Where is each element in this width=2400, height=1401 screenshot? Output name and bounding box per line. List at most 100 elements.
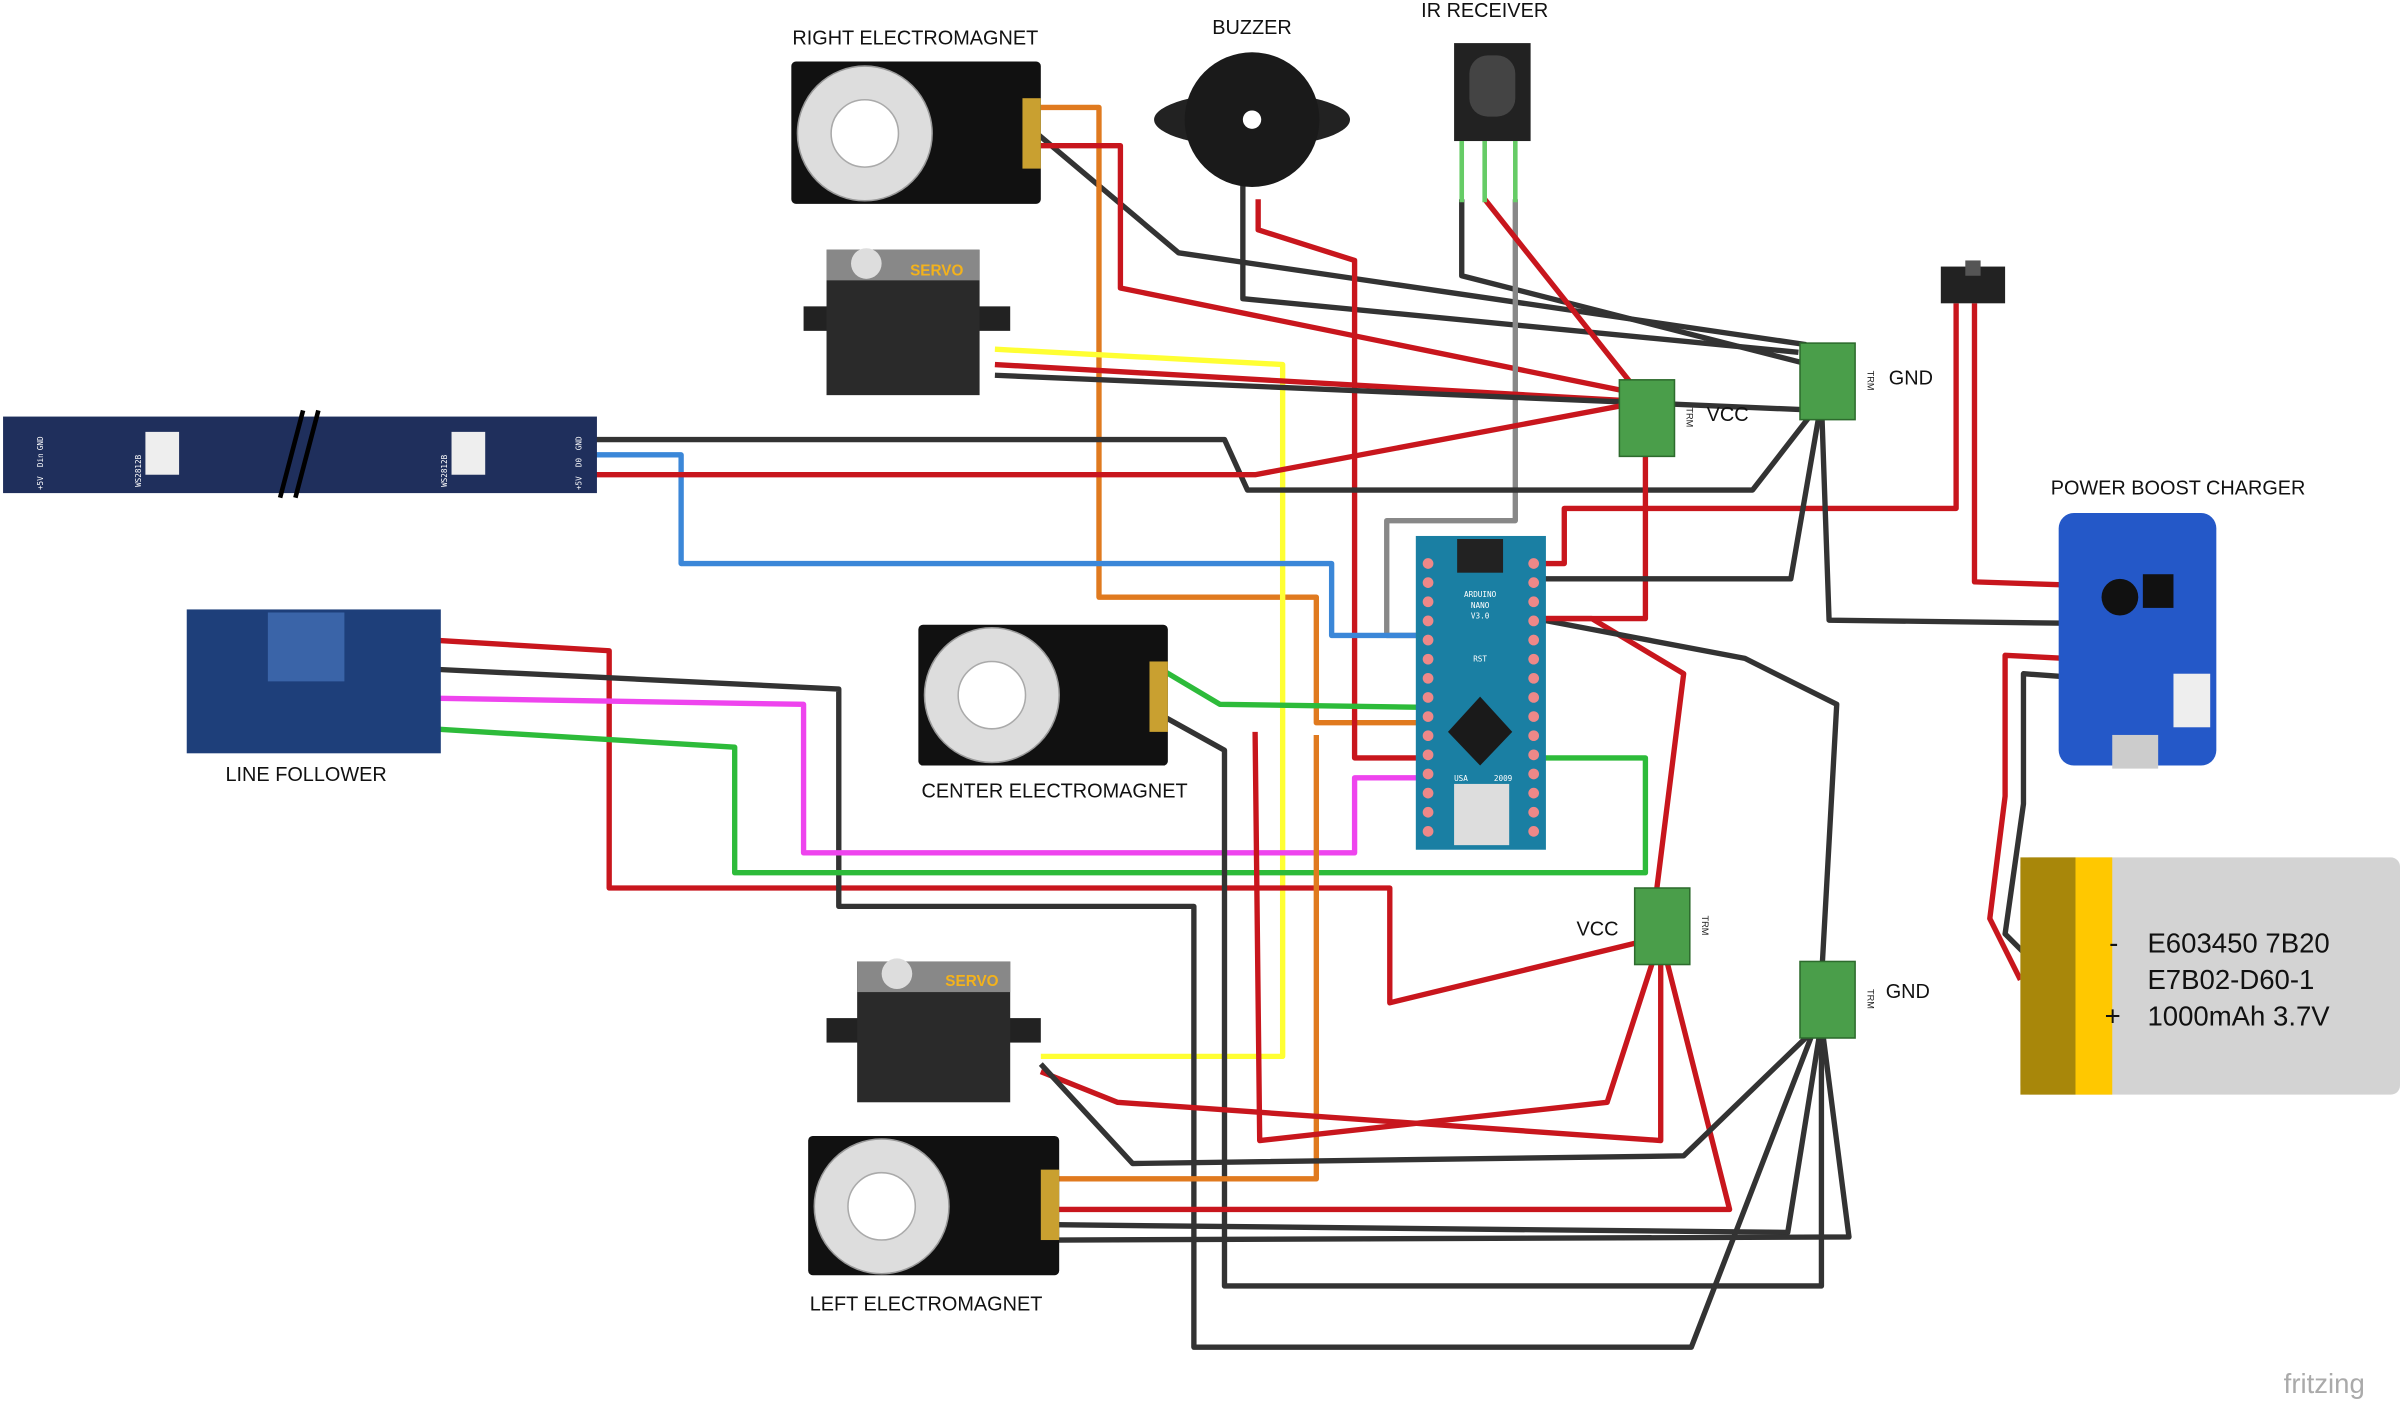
nano-pin[interactable] <box>1528 672 1540 684</box>
wire-black[interactable] <box>1535 400 1825 582</box>
wire-black[interactable] <box>2002 671 2067 959</box>
line-follower[interactable]: LINE FOLLOWER <box>186 609 441 786</box>
nano-pin[interactable] <box>1422 749 1434 761</box>
wire-black[interactable] <box>1056 1022 1825 1236</box>
wire-black[interactable] <box>1534 615 1840 980</box>
wire-red[interactable] <box>431 637 1662 1006</box>
wire-red[interactable] <box>1971 303 2067 588</box>
nano-pin[interactable] <box>1422 577 1434 588</box>
led-in-gnd: GND <box>36 436 45 450</box>
vcc-bottom-label: VCC <box>1577 918 1619 940</box>
power-boost-charger[interactable]: POWER BOOST CHARGER <box>2051 478 2306 769</box>
nano-rst: RST <box>1473 654 1487 663</box>
nano-pin[interactable] <box>1528 730 1540 742</box>
lipo-battery[interactable]: - + E603450 7B20 E7B02-D60-1 1000mAh 3.7… <box>2020 857 2400 1095</box>
nano-pin[interactable] <box>1422 653 1434 665</box>
wire-black[interactable] <box>1038 1020 1824 1167</box>
led-chip-label-1: WS2812B <box>134 454 143 487</box>
wire-black[interactable] <box>1154 709 1825 1289</box>
nano-pin[interactable] <box>1528 768 1540 780</box>
left-electromagnet-label: LEFT ELECTROMAGNET <box>810 1293 1043 1315</box>
terminal-gnd-top[interactable]: GND TRM <box>1799 342 1933 421</box>
nano-pin[interactable] <box>1528 787 1540 799</box>
wire-black[interactable] <box>994 372 1822 414</box>
wire-red[interactable] <box>1033 142 1623 394</box>
power-switch[interactable] <box>1940 260 2006 304</box>
led-pin-gnd: GND <box>575 436 584 450</box>
wire-black[interactable] <box>1818 401 2067 626</box>
wire-red[interactable] <box>1056 936 1733 1213</box>
nano-pin[interactable] <box>1422 672 1434 684</box>
wire-orange[interactable] <box>1056 734 1320 1182</box>
nano-pin[interactable] <box>1422 768 1434 780</box>
servo-top-label: SERVO <box>910 263 963 280</box>
nano-pin[interactable] <box>1422 558 1434 569</box>
nano-pin[interactable] <box>1528 653 1540 665</box>
nano-pin[interactable] <box>1528 634 1540 646</box>
wire-black[interactable] <box>431 666 1824 1350</box>
arduino-nano[interactable]: ARDUINO NANO V3.0 RST USA 2009 <box>1415 535 1546 850</box>
wire-magenta[interactable] <box>431 695 1432 856</box>
terminal-vcc-bottom[interactable]: VCC TRM <box>1577 887 1711 966</box>
wire-black[interactable] <box>1459 199 1823 371</box>
wires <box>431 104 2067 1350</box>
wire-black[interactable] <box>1240 183 1799 355</box>
ir-receiver[interactable]: IR RECEIVER <box>1421 0 1548 203</box>
wire-green[interactable] <box>431 726 1649 876</box>
wire-blue[interactable] <box>589 452 1432 639</box>
servo-bottom-label: SERVO <box>945 973 998 990</box>
nano-pin[interactable] <box>1422 634 1434 646</box>
nano-pin[interactable] <box>1422 596 1434 608</box>
right-electromagnet-label: RIGHT ELECTROMAGNET <box>792 28 1038 50</box>
gnd-bottom-label: GND <box>1886 981 1930 1003</box>
right-electromagnet[interactable]: RIGHT ELECTROMAGNET <box>791 28 1041 204</box>
wire-red[interactable] <box>1482 197 1648 403</box>
wire-red[interactable] <box>1535 303 1959 567</box>
vcc-top-label: VCC <box>1707 404 1749 426</box>
terminal-vcc-top[interactable]: VCC TRM <box>1618 379 1749 458</box>
nano-pin[interactable] <box>1422 826 1434 837</box>
wire-red[interactable] <box>1039 936 1664 1144</box>
led-pin-5v: +5V <box>575 476 584 490</box>
line-follower-label: LINE FOLLOWER <box>225 764 386 786</box>
nano-pin[interactable] <box>1528 692 1540 703</box>
wire-red[interactable] <box>1255 199 1432 761</box>
nano-pin[interactable] <box>1422 692 1434 703</box>
led-in-5v: +5V <box>36 476 45 490</box>
left-electromagnet[interactable]: LEFT ELECTROMAGNET <box>808 1135 1060 1315</box>
wire-red[interactable] <box>589 398 1646 478</box>
wire-green[interactable] <box>1154 663 1432 711</box>
buzzer[interactable]: BUZZER <box>1154 17 1350 187</box>
nano-pin[interactable] <box>1528 615 1540 627</box>
nano-pin[interactable] <box>1422 615 1434 627</box>
wire-black[interactable] <box>1031 128 1807 348</box>
wire-red[interactable] <box>1252 731 1664 1144</box>
servo-bottom[interactable]: SERVO <box>826 958 1041 1103</box>
wire-black[interactable] <box>589 399 1824 493</box>
led-in-din: Din <box>36 453 45 467</box>
nano-pin[interactable] <box>1528 558 1540 569</box>
wire-orange[interactable] <box>1033 104 1432 726</box>
nano-pin[interactable] <box>1528 577 1540 588</box>
nano-pin[interactable] <box>1422 711 1434 722</box>
nano-pin[interactable] <box>1528 749 1540 761</box>
nano-label-2: NANO <box>1471 601 1490 610</box>
wire-red[interactable] <box>994 361 1638 404</box>
nano-pin[interactable] <box>1422 730 1434 742</box>
nano-pin[interactable] <box>1422 806 1434 818</box>
wire-red[interactable] <box>1987 652 2067 982</box>
nano-pin[interactable] <box>1528 806 1540 818</box>
battery-minus: - <box>2109 927 2118 958</box>
terminal-gnd-bottom[interactable]: GND TRM <box>1799 960 1930 1039</box>
servo-top[interactable]: SERVO <box>803 248 1011 396</box>
nano-pin[interactable] <box>1528 711 1540 722</box>
center-electromagnet[interactable]: CENTER ELECTROMAGNET <box>918 624 1188 803</box>
wire-yellow[interactable] <box>994 346 1286 1060</box>
power-boost-label: POWER BOOST CHARGER <box>2051 478 2306 500</box>
nano-pin[interactable] <box>1422 787 1434 799</box>
led-strip[interactable]: WS2812B WS2812B GND D0 +5V GND Din +5V <box>3 409 597 499</box>
wire-black[interactable] <box>1056 1022 1852 1243</box>
nano-pin[interactable] <box>1528 596 1540 608</box>
wire-red[interactable] <box>1535 612 1649 622</box>
nano-pin[interactable] <box>1528 826 1540 837</box>
